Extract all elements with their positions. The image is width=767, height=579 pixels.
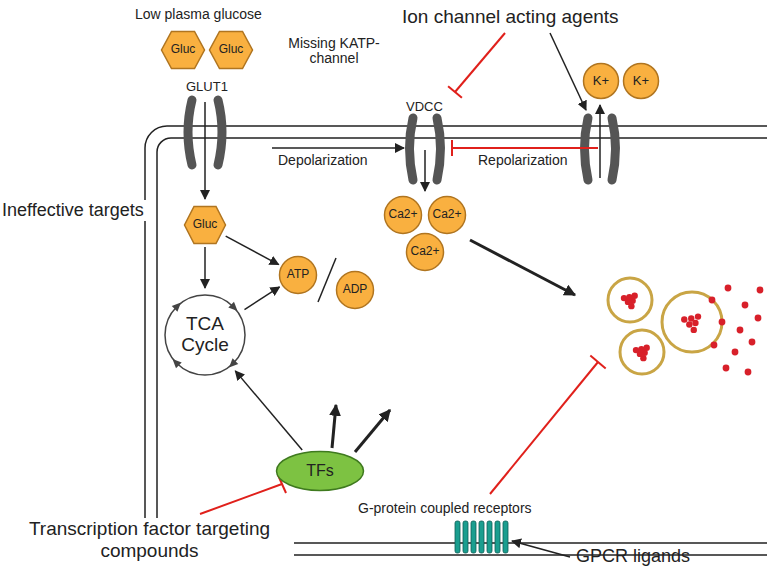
- node-text: Gluc: [219, 43, 244, 56]
- pathway-arrow: [204, 247, 206, 288]
- potassium-arrow: [599, 105, 601, 178]
- molecule-node: Ca2+: [383, 195, 423, 235]
- node-text: Ca2+: [410, 245, 439, 258]
- annotation-label: Depolarization: [278, 152, 368, 168]
- cycle-node: TCA Cycle: [160, 290, 250, 380]
- depolarization-arrow: [272, 147, 404, 149]
- glucose-arrow: [204, 102, 206, 199]
- node-text: TFs: [306, 462, 334, 480]
- molecule-node: ADP: [335, 270, 375, 310]
- exocytosis-arrow: [470, 240, 575, 295]
- annotation-label: Ineffective targets: [0, 200, 146, 221]
- annotation-label: VDCC: [406, 100, 443, 115]
- calcium-arrow: [424, 150, 426, 191]
- molecule-node: K+: [582, 62, 620, 100]
- ion-agent-inhibit: [448, 33, 505, 98]
- ligand-arrow: [512, 541, 570, 557]
- annotation-label: G-protein coupled receptors: [358, 500, 532, 516]
- annotation-label: Ion channel acting agents: [402, 6, 619, 28]
- pathway-arrow: [244, 287, 279, 310]
- molecule-node: TFs: [275, 450, 365, 492]
- node-text: K+: [593, 74, 609, 88]
- glucose-hexagon: Gluc: [208, 30, 254, 70]
- annotation-label: Transcription factor targeting compounds: [5, 518, 294, 562]
- annotation-label: Repolarization: [478, 152, 568, 168]
- node-text: K+: [633, 74, 649, 88]
- node-text: Ca2+: [432, 208, 461, 221]
- pathway-arrow: [226, 236, 279, 264]
- node-text: Gluc: [171, 43, 196, 56]
- tf-arrow: [332, 405, 336, 448]
- node-text: ADP: [343, 283, 368, 296]
- node-text: TCA Cycle: [170, 314, 240, 356]
- glucose-hexagon: Gluc: [183, 205, 227, 245]
- node-text: Missing KATP-channel: [272, 36, 396, 67]
- molecule-node: ATP: [278, 255, 318, 295]
- cell-membrane: [145, 126, 767, 555]
- tf-arrow: [355, 410, 390, 452]
- glucose-hexagon: Gluc: [160, 30, 206, 70]
- annotation-label: GLUT1: [186, 80, 228, 95]
- tf-inhibit: [200, 475, 286, 514]
- molecule-node: Ca2+: [427, 195, 467, 235]
- node-text: Gluc: [193, 218, 218, 231]
- node-text: ATP: [287, 268, 309, 281]
- pathway-arrow: [235, 371, 302, 450]
- annotation-label: Low plasma glucose: [135, 6, 262, 22]
- node-text: Ca2+: [388, 208, 417, 221]
- molecule-node: K+: [622, 62, 660, 100]
- gpcr-inhibit: [490, 356, 606, 494]
- gpcr-symbol: [455, 521, 508, 553]
- annotation-label: GPCR ligands: [576, 546, 690, 567]
- insulin-vesicles: [608, 278, 763, 375]
- molecule-node: Ca2+: [405, 232, 445, 272]
- ion-agent-arrow: [550, 33, 586, 110]
- ratio-slash: [318, 258, 336, 302]
